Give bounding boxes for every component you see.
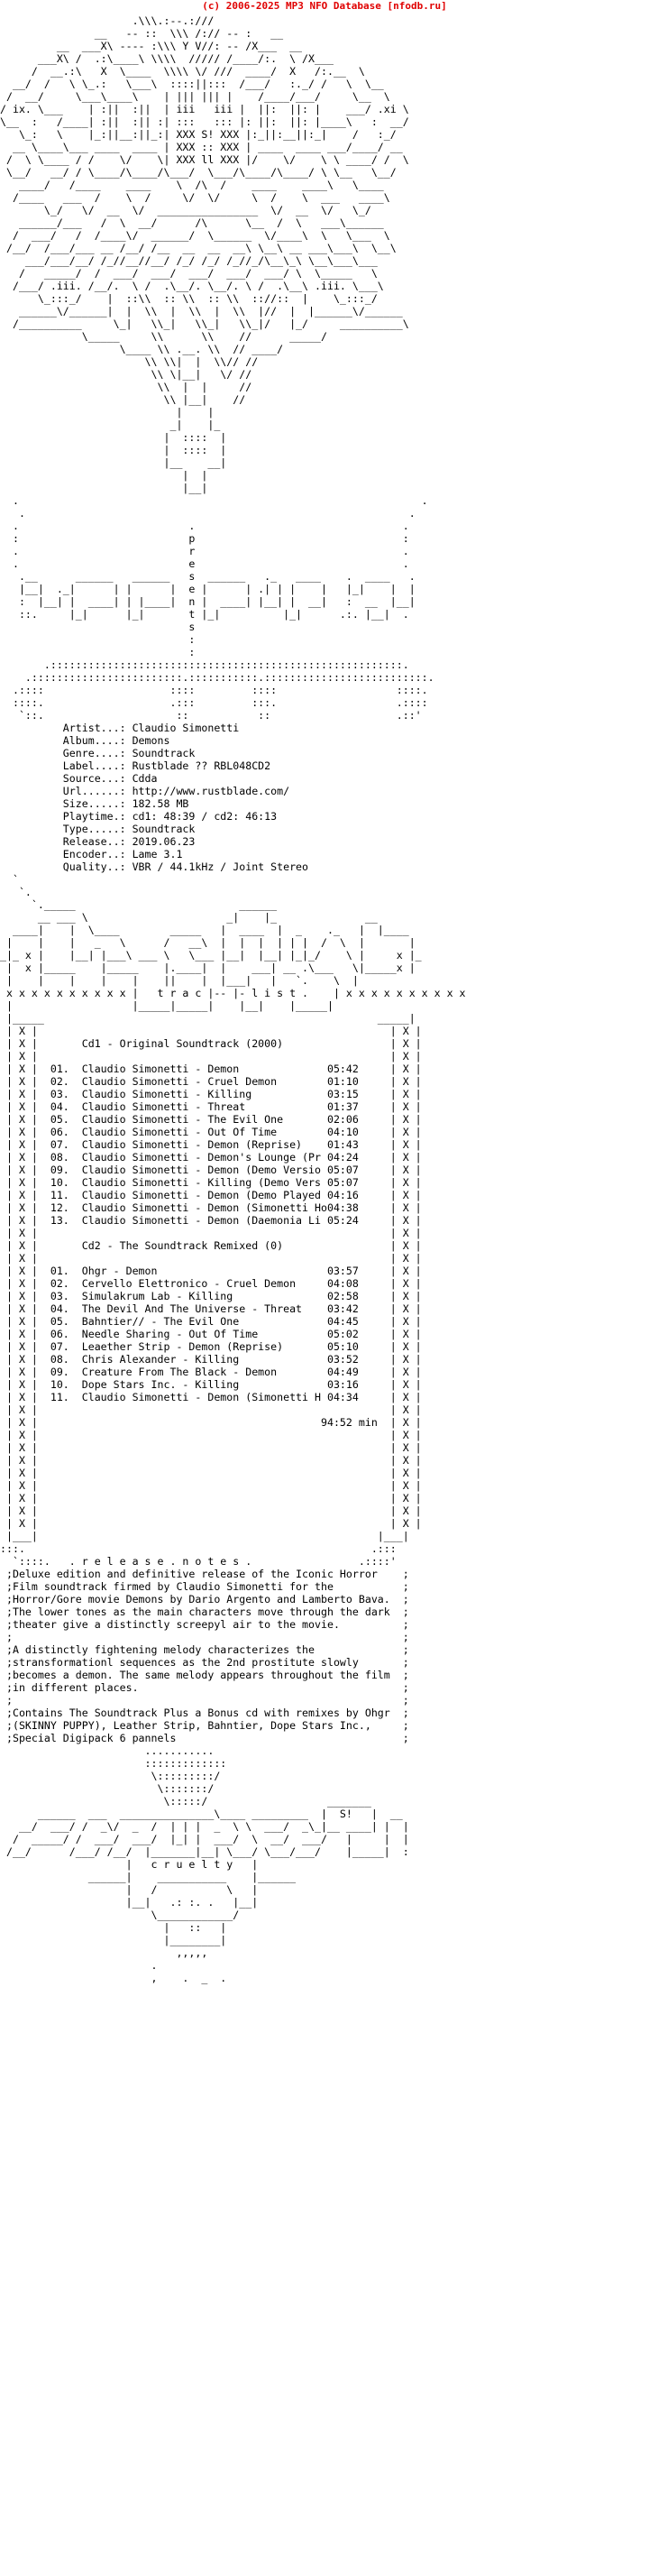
total-playtime: | X | 94:52 min | X | (0, 1416, 422, 1429)
release-note-line: ;in different places. ; (0, 1681, 409, 1694)
tracklist-border: | X | | X | (0, 1467, 422, 1479)
track-row: | X | 08. Claudio Simonetti - Demon's Lo… (0, 1151, 422, 1164)
info-line: Genre....: Soundtrack (0, 747, 196, 759)
track-row: | X | 06. Needle Sharing - Out Of Time 0… (0, 1328, 422, 1340)
tracklist-border: | X | | X | (0, 1454, 422, 1467)
tracklist-header-art: ` `. `._____ ______ __ ___ \ _| |_ __ __… (0, 873, 466, 1025)
track-row: | X | 05. Bahntier// - The Evil One 04:4… (0, 1315, 422, 1328)
tracklist-border: | X | | X | (0, 1504, 422, 1517)
release-note-line: ; ; (0, 1694, 409, 1707)
cd2-title: | X | Cd2 - The Soundtrack Remixed (0) |… (0, 1239, 422, 1252)
track-row: | X | 10. Dope Stars Inc. - Killing 03:1… (0, 1378, 422, 1391)
tracklist-border: | X | | X | (0, 1517, 422, 1530)
info-line: Encoder..: Lame 3.1 (0, 848, 183, 860)
track-row: | X | 02. Claudio Simonetti - Cruel Demo… (0, 1075, 422, 1088)
nfo-document: .\\\.:--.:/// __ -- :: \\\ /:// -- : __ … (0, 14, 649, 1984)
track-row: | X | 09. Claudio Simonetti - Demon (Dem… (0, 1164, 422, 1176)
track-row: | X | 08. Chris Alexander - Killing 03:5… (0, 1353, 422, 1366)
footer-ascii-art: ........... ::::::::::::: \:::::::::/ \:… (5, 1744, 409, 1984)
release-note-line: ;Special Digipack 6 pannels ; (0, 1732, 409, 1744)
track-row: | X | 07. Claudio Simonetti - Demon (Rep… (0, 1138, 422, 1151)
tracklist-border: | X | | X | (0, 1050, 422, 1063)
track-row: | X | 03. Simulakrum Lab - Killing 02:58… (0, 1290, 422, 1302)
track-row: | X | 02. Cervello Elettronico - Cruel D… (0, 1277, 422, 1290)
release-note-line: ;Horror/Gore movie Demons by Dario Argen… (0, 1593, 409, 1605)
track-row: | X | 01. Claudio Simonetti - Demon 05:4… (0, 1063, 422, 1075)
track-row: | X | 03. Claudio Simonetti - Killing 03… (0, 1088, 422, 1100)
track-row: | X | 05. Claudio Simonetti - The Evil O… (0, 1113, 422, 1126)
track-row: | X | 10. Claudio Simonetti - Killing (D… (0, 1176, 422, 1189)
track-row: | X | 13. Claudio Simonetti - Demon (Dae… (0, 1214, 422, 1227)
track-row: | X | 12. Claudio Simonetti - Demon (Sim… (0, 1201, 422, 1214)
track-row: | X | 06. Claudio Simonetti - Out Of Tim… (0, 1126, 422, 1138)
info-line: Source...: Cdda (0, 772, 158, 785)
release-note-line: ;(SKINNY PUPPY), Leather Strip, Bahntier… (0, 1719, 409, 1732)
track-row: | X | 01. Ohgr - Demon 03:57 | X | (0, 1265, 422, 1277)
track-row: | X | 07. Leaether Strip - Demon (Repris… (0, 1340, 422, 1353)
track-row: | X | 09. Creature From The Black - Demo… (0, 1366, 422, 1378)
tracklist-border: | X | | X | (0, 1252, 422, 1265)
tracklist-border: | X | | X | (0, 1429, 422, 1441)
nfodb-header: (c) 2006-2025 MP3 NFO Database [nfodb.ru… (202, 0, 447, 12)
release-notes: ;Deluxe edition and definitive release o… (0, 1568, 649, 1744)
info-line: Type.....: Soundtrack (0, 823, 196, 835)
release-note-line: ;theater give a distinctly screepyl air … (0, 1618, 409, 1631)
track-row: | X | 11. Claudio Simonetti - Demon (Dem… (0, 1189, 422, 1201)
info-line: Label....: Rustblade ?? RBL048CD2 (0, 759, 271, 772)
release-note-line: ;Contains The Soundtrack Plus a Bonus cd… (0, 1707, 409, 1719)
info-line: Playtime.: cd1: 48:39 / cd2: 46:13 (0, 810, 278, 823)
track-row: | X | 04. Claudio Simonetti - Threat 01:… (0, 1100, 422, 1113)
presents-ascii-art: . . . . . . . (12, 494, 434, 722)
release-info: Artist...: Claudio Simonetti Album....: … (0, 722, 649, 873)
tracklist-border: | X | | X | (0, 1403, 422, 1416)
release-note-line: ;A distinctly fightening melody characte… (0, 1643, 409, 1656)
info-line: Artist...: Claudio Simonetti (0, 722, 240, 734)
info-line: Size.....: 182.58 MB (0, 797, 189, 810)
track-row: | X | 11. Claudio Simonetti - Demon (Sim… (0, 1391, 422, 1403)
info-line: Quality..: VBR / 44.1kHz / Joint Stereo (0, 860, 309, 873)
tracklist-border: | X | | X | (0, 1227, 422, 1239)
tracklist: | X | | X | | X | Cd1 - Original Soundtr… (0, 1025, 649, 1542)
release-note-line: ;becomes a demon. The same melody appear… (0, 1669, 409, 1681)
release-note-line: ;Film soundtrack firmed by Claudio Simon… (0, 1580, 409, 1593)
tracklist-border: | X | | X | (0, 1025, 422, 1037)
track-row: | X | 04. The Devil And The Universe - T… (0, 1302, 422, 1315)
info-line: Url......: http://www.rustblade.com/ (0, 785, 290, 797)
release-note-line: ; ; (0, 1631, 409, 1643)
tracklist-border: | X | | X | (0, 1479, 422, 1492)
tracklist-border: | X | | X | (0, 1441, 422, 1454)
info-line: Release..: 2019.06.23 (0, 835, 196, 848)
tracklist-border: |___| |___| (0, 1530, 409, 1542)
logo-ascii-art: .\\\.:--.:/// __ -- :: \\\ /:// -- : __ … (0, 14, 409, 494)
release-note-line: ;Deluxe edition and definitive release o… (0, 1568, 409, 1580)
info-line: Album....: Demons (0, 734, 170, 747)
tracklist-border: | X | | X | (0, 1492, 422, 1504)
cd1-title: | X | Cd1 - Original Soundtrack (2000) |… (0, 1037, 422, 1050)
release-note-line: ;The lower tones as the main characters … (0, 1605, 409, 1618)
release-notes-header: :::. .::: `::::. . r e l e a s e . n o t… (0, 1542, 397, 1568)
release-note-line: ;stransformationl sequences as the 2nd p… (0, 1656, 409, 1669)
